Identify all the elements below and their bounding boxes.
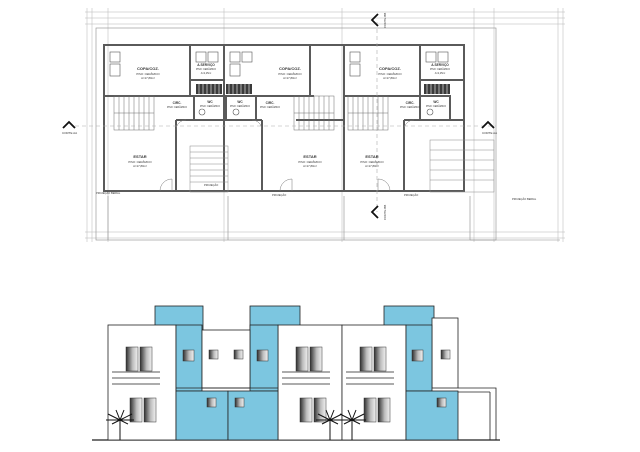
room-name: ESTAR <box>365 154 378 159</box>
door-swings <box>159 119 415 192</box>
projection-label: PROJEÇÃO BEIRAL <box>512 196 537 201</box>
entrance-steps <box>189 139 495 193</box>
room-floor: PISO: CERÂMICO <box>200 105 220 108</box>
room-floor: PISO: CERÂMICO <box>400 106 420 109</box>
palm-plants <box>106 409 366 440</box>
projection-label: PROJEÇÃO <box>272 192 286 197</box>
section-cut-lines <box>75 22 496 212</box>
room-area: A=17,80m² <box>303 164 317 168</box>
room-floor: PISO: CERÂMICO <box>230 105 250 108</box>
section-marker-right: CORTE AA <box>481 120 497 135</box>
room-name: ESTAR <box>303 154 316 159</box>
room-name: WC <box>237 100 243 104</box>
room-floor: PISO: CERÂMICO <box>196 68 216 71</box>
dimension-lines <box>85 8 565 242</box>
small-windows <box>182 349 451 408</box>
room-area: A=17,80m² <box>283 76 297 80</box>
room-name: COPA/COZ. <box>137 66 159 71</box>
lot-lines <box>95 27 560 241</box>
room-area: A=17,80m² <box>383 76 397 80</box>
section-marker-top: CORTE BB <box>370 13 387 28</box>
service-fixtures <box>196 84 450 94</box>
room-floor: PISO: CERÂMICO <box>136 71 160 76</box>
section-marker-bottom: CORTE BB <box>370 205 387 220</box>
room-labels-unit-2: COPA/COZ. PISO: CERÂMICO A=17,80m² WC PI… <box>230 66 322 168</box>
palm-icon <box>338 409 366 440</box>
room-labels-unit-1: COPA/COZ. PISO: CERÂMICO A=17,80m² A.SER… <box>128 63 220 168</box>
room-name: COPA/COZ. <box>279 66 301 71</box>
room-floor: PISO: CERÂMICO <box>360 159 384 164</box>
room-floor: PISO: CERÂMICO <box>128 159 152 164</box>
projection-label: PROJEÇÃO BEIRAL <box>96 190 121 195</box>
fixture-stripes <box>198 84 448 94</box>
lower-windows <box>129 397 391 423</box>
room-area: A=2,25m² <box>435 72 446 75</box>
room-name: WC <box>433 100 439 104</box>
stairs <box>113 95 389 131</box>
room-name: A.SERVIÇO <box>431 63 449 67</box>
room-name: CIRC. <box>173 101 182 105</box>
room-floor: PISO: CERÂMICO <box>260 106 280 109</box>
room-floor: PISO: CERÂMICO <box>298 159 322 164</box>
appliances <box>109 51 449 116</box>
palm-icon <box>316 409 344 440</box>
room-name: WC <box>207 100 213 104</box>
front-elevation <box>92 305 500 441</box>
room-floor: PISO: CERÂMICO <box>278 71 302 76</box>
palm-icon <box>106 409 134 440</box>
room-name: CIRC. <box>266 101 275 105</box>
room-labels-unit-3: COPA/COZ. PISO: CERÂMICO A=17,80m² A.SER… <box>360 63 450 168</box>
room-area: A=17,80m² <box>133 164 147 168</box>
section-marker-label: CORTE BB <box>383 205 387 220</box>
room-floor: PISO: CERÂMICO <box>167 106 187 109</box>
room-name: CIRC. <box>406 101 415 105</box>
section-marker-label: CORTE BB <box>383 13 387 28</box>
section-marker-label: CORTE AA <box>62 131 77 135</box>
room-name: ESTAR <box>133 154 146 159</box>
balcony-railings <box>112 371 394 385</box>
room-floor: PISO: CERÂMICO <box>378 71 402 76</box>
room-area: A=2,25m² <box>201 72 212 75</box>
floor-plan: COPA/COZ. PISO: CERÂMICO A=17,80m² A.SER… <box>62 8 565 242</box>
lower-blue-band <box>175 390 459 441</box>
room-floor: PISO: CERÂMICO <box>430 68 450 71</box>
room-floor: PISO: CERÂMICO <box>426 105 446 108</box>
room-name: A.SERVIÇO <box>197 63 215 67</box>
upper-windows <box>125 346 387 372</box>
section-marker-label: CORTE AA <box>482 131 497 135</box>
room-area: A=17,80m² <box>141 76 155 80</box>
section-marker-left: CORTE AA <box>62 120 77 135</box>
projection-label: PROJEÇÃO <box>204 182 218 187</box>
projection-label: PROJEÇÃO <box>404 192 418 197</box>
room-area: A=17,80m² <box>365 164 379 168</box>
carport-frame <box>458 387 497 440</box>
facade-bodies <box>107 317 459 441</box>
room-name: COPA/COZ. <box>379 66 401 71</box>
projection-labels: PROJEÇÃO BEIRAL PROJEÇÃO PROJEÇÃO PROJEÇ… <box>96 182 537 201</box>
